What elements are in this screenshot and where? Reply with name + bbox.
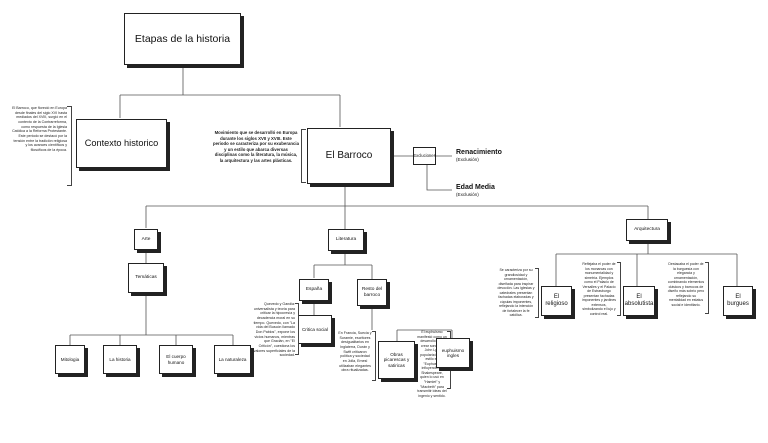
barroco-label: El Barroco <box>325 150 373 162</box>
critica-social-label: Critica social <box>301 326 329 332</box>
arte-item-historia[interactable]: La historia <box>103 345 137 374</box>
obras-picarescas-node[interactable]: Obras picarescas y satiricas <box>378 341 415 379</box>
burgues-brace <box>705 262 709 314</box>
naturaleza-label: La naturaleza <box>218 356 247 362</box>
obras-picarescas-label: Obras picarescas y satiricas <box>383 352 410 368</box>
burgues-note: Destacaba el poder de la burguesía con e… <box>667 262 705 307</box>
absolutista-note: Reflejaba el poder de los monarcas con m… <box>581 262 617 317</box>
arquitectura-label: Arquitectura <box>634 227 660 233</box>
exclusion-renacimiento: Renacimiento (Exclusión) <box>456 149 502 162</box>
contexto-brace <box>67 106 72 186</box>
obras-note: El euphuismo manifestó como un desarroll… <box>417 330 447 398</box>
espana-node[interactable]: España <box>299 279 329 301</box>
literatura-label: Literatura <box>335 237 357 243</box>
mitologia-label: Mitologia <box>60 356 80 362</box>
burgues-label: El burgues <box>727 294 749 307</box>
arq-item-religioso[interactable]: El religioso <box>541 286 572 316</box>
tematicas-node[interactable]: Temáticas <box>128 263 164 293</box>
barroco-node[interactable]: El Barroco <box>307 128 391 184</box>
arq-item-absolutista[interactable]: El absolutista <box>623 286 655 316</box>
espana-label: España <box>305 287 323 293</box>
euphuismo-node[interactable]: euphuismo ingles <box>436 338 470 368</box>
exclusion-edad-media: Edad Media (Exclusión) <box>456 184 495 197</box>
tematicas-label: Temáticas <box>135 275 157 281</box>
arte-item-mitologia[interactable]: Mitologia <box>55 345 85 374</box>
arte-item-cuerpo-humano[interactable]: El cuerpo humano <box>159 345 193 374</box>
religioso-brace <box>535 268 539 318</box>
resto-barroco-node[interactable]: Resto del barroco <box>357 279 387 306</box>
resto-brace <box>372 331 376 381</box>
arquitectura-node[interactable]: Arquitectura <box>626 219 668 241</box>
barroco-note: Movimiento que se desarrolló en Europa d… <box>213 130 299 163</box>
arq-item-burgues[interactable]: El burgues <box>723 286 753 316</box>
arte-label: Arte <box>141 236 151 242</box>
excluciones-label: Excluciones <box>413 152 436 158</box>
resto-barroco-label: Resto del barroco <box>361 286 383 298</box>
root-node[interactable]: Etapas de la historia <box>124 13 241 65</box>
excluciones-node[interactable]: Excluciones <box>413 147 436 165</box>
resto-note: En Francia, Suecia y Suramie, escritores… <box>338 331 372 373</box>
root-label: Etapas de la historia <box>134 32 231 45</box>
euphuismo-label: euphuismo ingles <box>441 347 465 358</box>
renacimiento-title: Renacimiento <box>456 149 502 156</box>
critica-social-node[interactable]: Critica social <box>298 315 332 344</box>
religioso-note: Se caracteriza por su grandiosidad y orn… <box>497 268 535 318</box>
absolutista-label: El absolutista <box>624 294 654 307</box>
absolutista-brace <box>617 262 621 316</box>
arte-item-naturaleza[interactable]: La naturaleza <box>214 345 251 374</box>
arte-node[interactable]: Arte <box>134 229 158 250</box>
contexto-note: El Barroco, que floreció en Europa desde… <box>12 106 67 153</box>
religioso-label: El religioso <box>545 294 568 307</box>
contexto-label: Contexto historico <box>84 138 159 149</box>
renacimiento-sub: (Exclusión) <box>456 156 479 162</box>
espana-note: Quevedo y Gandia: universalista y teoría… <box>253 302 295 358</box>
edad-media-title: Edad Media <box>456 184 495 191</box>
edad-media-sub: (Exclusión) <box>456 191 479 197</box>
espana-brace <box>295 303 299 355</box>
cuerpo-humano-label: El cuerpo humano <box>166 354 186 365</box>
historia-label: La historia <box>109 356 131 362</box>
barroco-brace <box>301 129 306 183</box>
contexto-node[interactable]: Contexto historico <box>76 119 167 168</box>
literatura-node[interactable]: Literatura <box>328 229 364 251</box>
